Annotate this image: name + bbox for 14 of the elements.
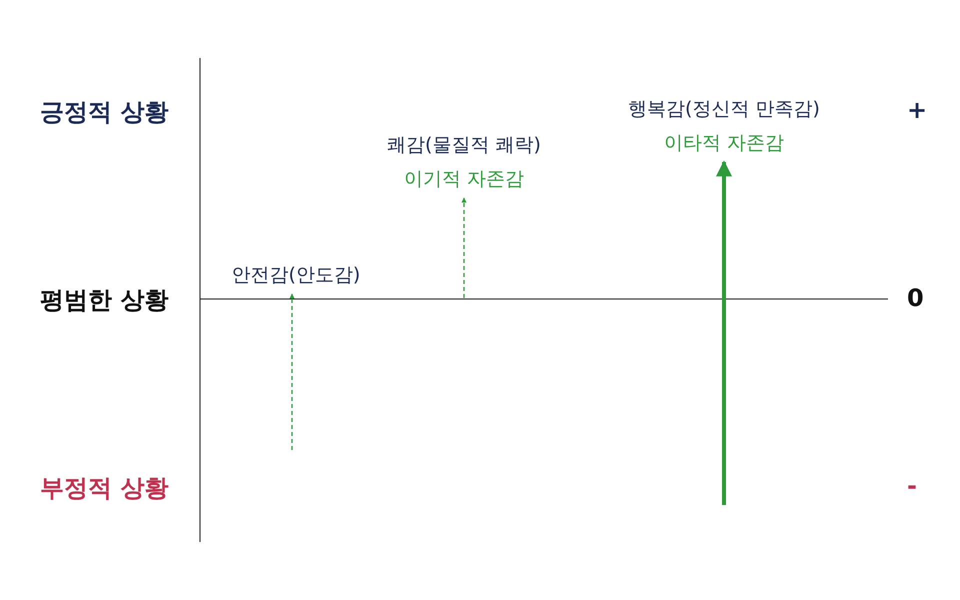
- node-subtitle: 이타적 자존감: [662, 131, 785, 156]
- arrow: [716, 160, 732, 505]
- sign-label: 0: [907, 284, 924, 312]
- node-title: 행복감(정신적 만족감): [628, 97, 820, 122]
- arrow: [289, 293, 295, 450]
- node-title: 쾌감(물질적 쾌락): [387, 133, 541, 158]
- sign-label: -: [907, 472, 917, 500]
- arrow: [461, 197, 467, 298]
- axis-label: 평범한 상황: [40, 285, 168, 316]
- node-subtitle: 이기적 자존감: [402, 167, 525, 192]
- axis-label: 부정적 상황: [40, 473, 168, 504]
- axis-label: 긍정적 상황: [40, 97, 168, 128]
- node-title: 안전감(안도감): [232, 263, 360, 288]
- sign-label: +: [907, 96, 928, 124]
